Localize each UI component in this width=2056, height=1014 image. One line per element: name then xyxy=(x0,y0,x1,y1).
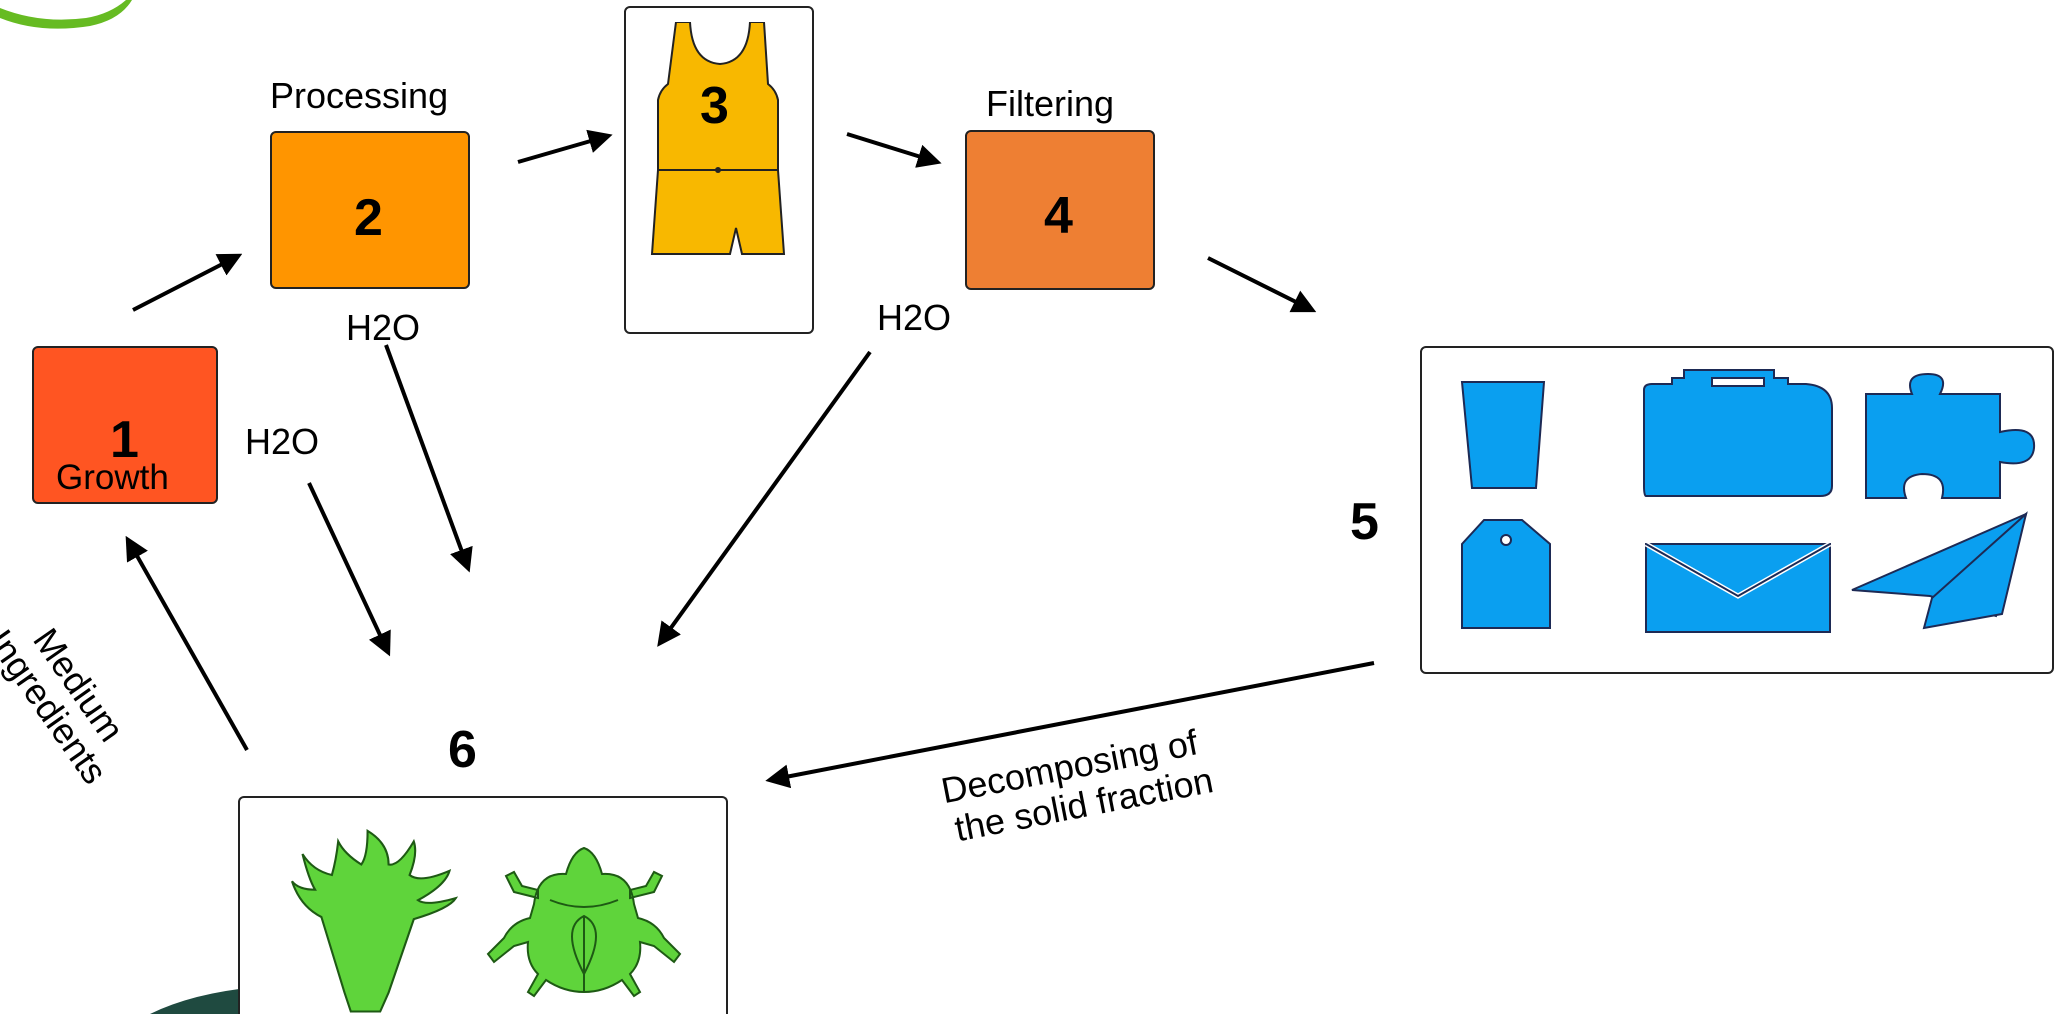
cup-icon xyxy=(1460,381,1546,489)
briefcase-icon xyxy=(1643,369,1833,497)
step-2-box xyxy=(270,131,470,289)
plant-icon xyxy=(291,829,459,1013)
arrow-h2o-left xyxy=(307,482,391,657)
step-3-number: 3 xyxy=(700,77,729,135)
arrow-4-to-5 xyxy=(1207,256,1317,313)
step-2-number: 2 xyxy=(354,189,383,247)
step-1-box xyxy=(32,346,218,504)
arrow-5-to-6 xyxy=(765,661,1375,789)
arrow-3-to-4 xyxy=(846,132,942,168)
step-4-box xyxy=(965,130,1155,290)
water-label-left: H2O xyxy=(245,421,320,462)
step-2-title: Processing xyxy=(270,75,449,116)
step-1-label: Growth xyxy=(56,458,169,497)
puzzle-icon xyxy=(1865,372,2036,499)
arrow-h2o-right xyxy=(657,350,872,647)
arrow-2-to-3 xyxy=(517,129,613,164)
arrow-h2o-center xyxy=(384,344,473,573)
step-1-number: 1 xyxy=(110,411,139,469)
water-label-right: H2O xyxy=(877,297,952,338)
arrow-6-to-1 xyxy=(125,535,249,751)
garment-icon xyxy=(650,22,786,255)
step-6-number: 6 xyxy=(448,721,477,779)
envelope-icon xyxy=(1645,543,1831,633)
step-4-title: Filtering xyxy=(986,83,1115,124)
tag-icon xyxy=(1461,519,1551,629)
corner-leaf-decoration xyxy=(0,0,132,29)
step-5-number: 5 xyxy=(1350,493,1379,551)
arrow-1-to-2 xyxy=(132,253,243,312)
products-icons xyxy=(1460,369,2036,633)
organisms-icons xyxy=(291,829,682,1013)
step-4-number: 4 xyxy=(1044,187,1073,245)
water-label-center: H2O xyxy=(346,307,421,348)
